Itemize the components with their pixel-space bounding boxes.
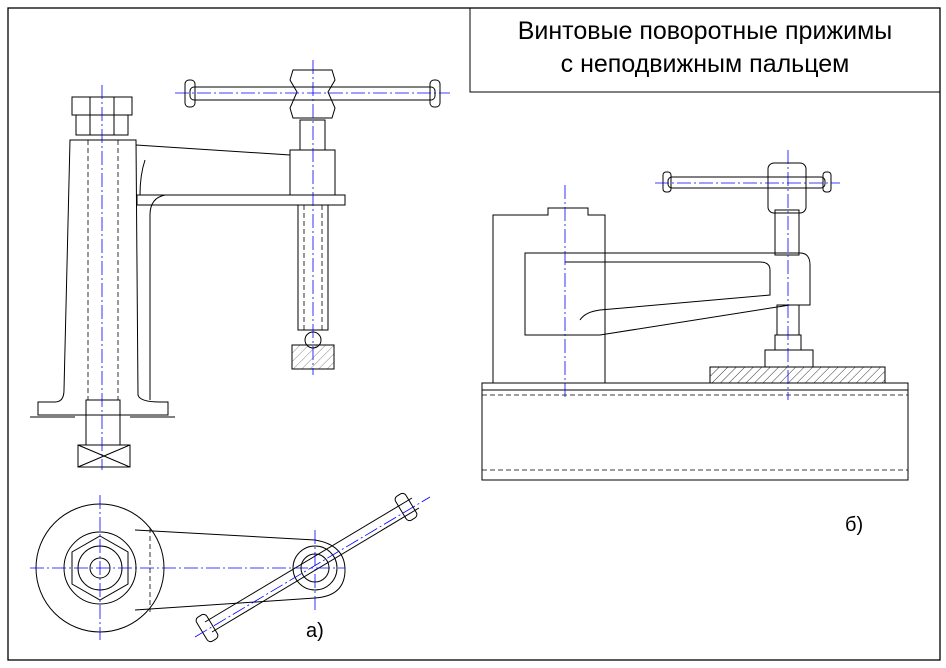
title-line-1: Винтовые поворотные прижимы [517, 17, 893, 45]
view-a-top [30, 492, 431, 643]
title-line-2: с неподвижным пальцем [560, 50, 850, 78]
view-b [481, 150, 909, 481]
drawing-title: Винтовые поворотные прижимы с неподвижны… [471, 9, 939, 91]
view-a-side [30, 60, 450, 470]
view-b-label: б) [845, 514, 864, 536]
view-a-label: а) [306, 620, 324, 642]
title-box [469, 7, 941, 93]
drawing-frame [7, 7, 941, 661]
